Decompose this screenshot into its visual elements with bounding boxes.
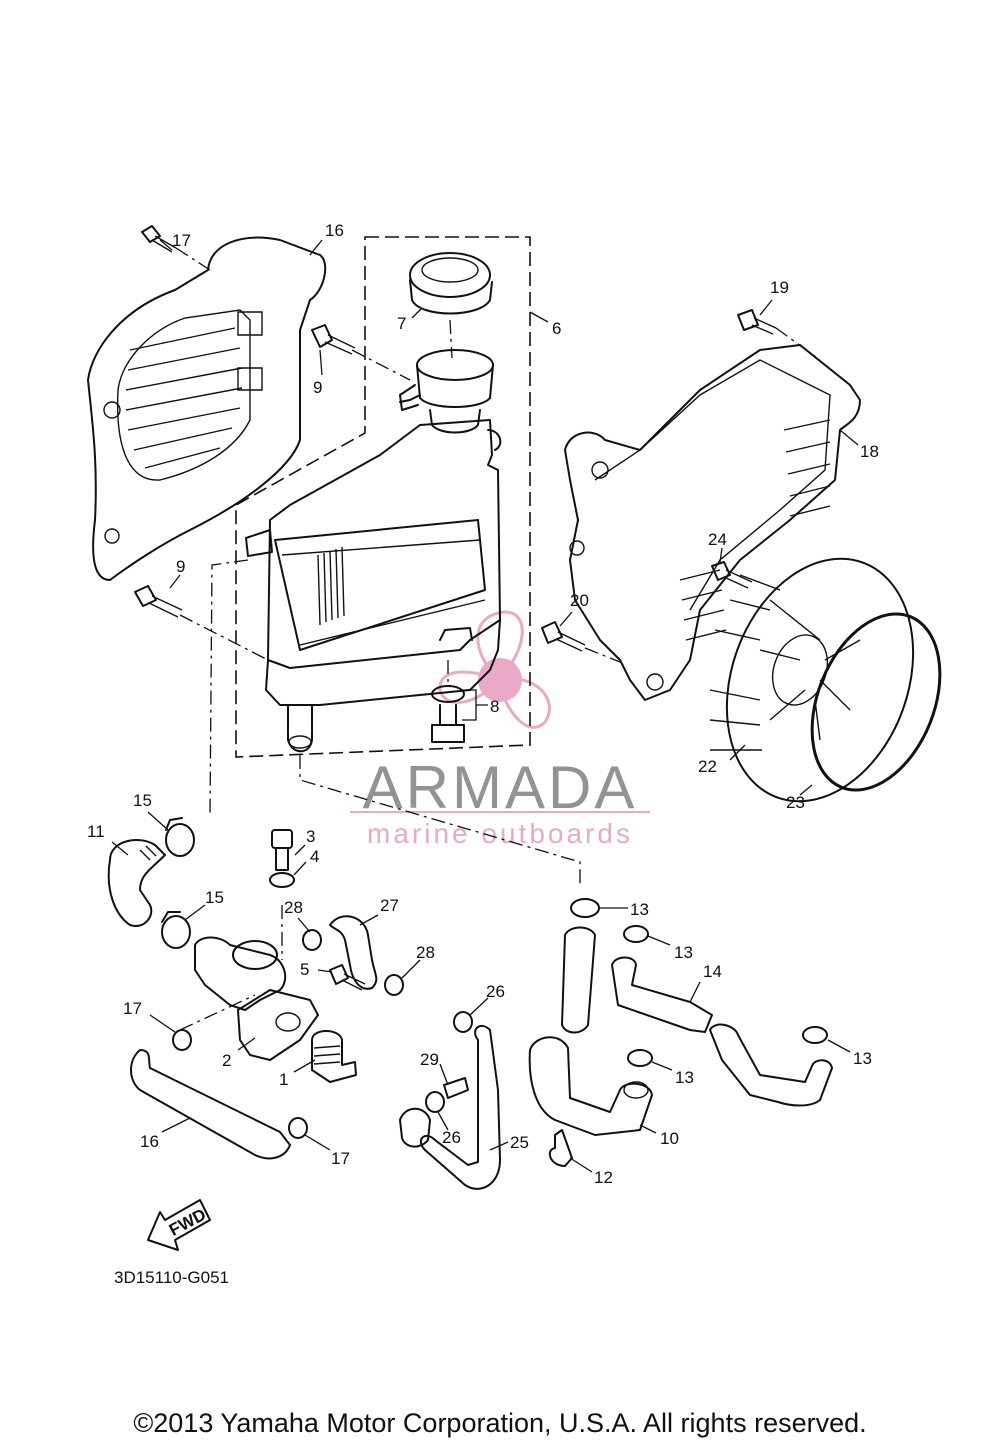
diagram-code: 3D15110-G051: [114, 1268, 229, 1287]
callout-2: 2: [222, 1051, 231, 1070]
callout-17-upper: 17: [123, 999, 142, 1018]
callout-14: 14: [703, 962, 722, 981]
clamp-28-right: [384, 974, 404, 996]
fwd-label: FWD: [166, 1205, 209, 1240]
radiator-body: [245, 349, 502, 753]
clamp-13-c: [627, 1049, 653, 1067]
callout-16: 16: [140, 1132, 159, 1151]
hose-16: [130, 1049, 291, 1160]
callout-26-upper: 26: [486, 982, 505, 1001]
callout-13-a: 13: [630, 900, 649, 919]
callout-26-lower: 26: [442, 1128, 461, 1147]
leader-lines: [111, 239, 859, 1173]
drain-bolt: [431, 685, 465, 743]
bolt-19-lower: [541, 621, 586, 652]
callout-28-left: 28: [284, 898, 303, 917]
fan-impeller: [709, 557, 915, 803]
clamp-13-a: [570, 898, 600, 918]
assembly-line-bolt21: [175, 247, 211, 271]
assembly-line-hose10: [299, 755, 581, 888]
engine-side-cover: [564, 344, 861, 701]
bolt-9-upper: [311, 324, 356, 355]
pipe-29: [443, 1077, 469, 1099]
bolt-19-upper: [737, 309, 777, 335]
callout-9-upper: 9: [313, 378, 322, 397]
assembly-line-hose11: [209, 559, 249, 816]
watermark-tagline: marine outboards: [367, 818, 633, 849]
propeller-hub: [478, 658, 522, 702]
clamp-15-upper: [165, 817, 195, 857]
bolt-24: [711, 561, 753, 589]
hose-27: [329, 915, 378, 990]
callout-6: 6: [552, 319, 561, 338]
radiator-assembly-box: [235, 236, 531, 758]
callout-25: 25: [510, 1133, 529, 1152]
callout-1: 1: [279, 1070, 288, 1089]
bolt-3: [271, 829, 293, 871]
clamp-26-upper: [453, 1011, 473, 1033]
callout-9-lower: 9: [176, 557, 185, 576]
callout-29: 29: [420, 1050, 439, 1069]
clamp-17-lower: [288, 1117, 308, 1139]
assembly-line-thermo: [179, 994, 256, 1031]
thermostat-housing: [194, 936, 319, 1061]
radiator-cap: [409, 252, 493, 315]
watermark-brand: ARMADA: [363, 754, 638, 821]
callout-10: 10: [660, 1129, 679, 1148]
callout-13-b: 13: [674, 943, 693, 962]
hose-25: [419, 1024, 501, 1190]
callout-23: 23: [786, 793, 805, 812]
assembly-line-bolt9b: [179, 614, 269, 661]
callout-7: 7: [397, 314, 406, 333]
assembly-line-bolt19: [775, 327, 821, 361]
hose-11: [107, 839, 166, 927]
assembly-line-cap: [449, 319, 453, 359]
callout-22: 22: [698, 757, 717, 776]
callout-15-lower: 15: [205, 888, 224, 907]
callout-17-lower: 17: [331, 1149, 350, 1168]
callout-13-c: 13: [675, 1068, 694, 1087]
clamp-28-left: [302, 929, 322, 951]
callout-5: 5: [300, 960, 309, 979]
callout-labels: 16 17 7 6 9 19 18 9 24 20 8 22 23 15 11 …: [87, 221, 879, 1187]
hose-14: [611, 956, 833, 1107]
screw-21: [141, 225, 177, 253]
callout-11: 11: [87, 822, 105, 841]
watermark-logo: ARMADA marine outboards: [350, 610, 650, 849]
clamp-15-lower: [161, 911, 191, 949]
callout-20: 16: [325, 221, 344, 240]
hose-26-small: [399, 1107, 431, 1148]
propeller-icon: [438, 610, 551, 729]
o-ring: [810, 612, 942, 792]
assembly-line-bolt9: [351, 349, 411, 381]
copyright-notice: ©2013 Yamaha Motor Corporation, U.S.A. A…: [133, 1408, 867, 1438]
callout-28-right: 28: [416, 943, 435, 962]
assembly-line-bolt19b: [584, 647, 621, 663]
washer-4: [269, 872, 295, 888]
clamp-13-b: [623, 925, 649, 943]
hose-10: [528, 926, 653, 1136]
callout-8: 8: [490, 697, 499, 716]
callout-21: 17: [172, 231, 191, 250]
clamp-26-lower: [425, 1091, 445, 1113]
callout-18: 18: [860, 442, 879, 461]
callout-3: 3: [306, 827, 315, 846]
fwd-arrow-icon: FWD: [147, 1199, 211, 1251]
bolt-9-lower: [134, 585, 183, 618]
callout-19-upper: 19: [770, 278, 789, 297]
thermostat: [311, 1030, 357, 1083]
clamp-13-d: [802, 1026, 828, 1044]
clamp-17-upper: [172, 1029, 192, 1051]
fan-shroud-cover: [87, 236, 327, 581]
callout-24: 24: [708, 530, 727, 549]
callout-4: 4: [310, 847, 319, 866]
callout-15-upper: 15: [133, 791, 152, 810]
clip-12: [548, 1129, 573, 1167]
callout-19-lower: 20: [570, 591, 589, 610]
callout-13-d: 13: [853, 1049, 872, 1068]
callout-27: 27: [380, 896, 399, 915]
callout-12: 12: [594, 1168, 613, 1187]
